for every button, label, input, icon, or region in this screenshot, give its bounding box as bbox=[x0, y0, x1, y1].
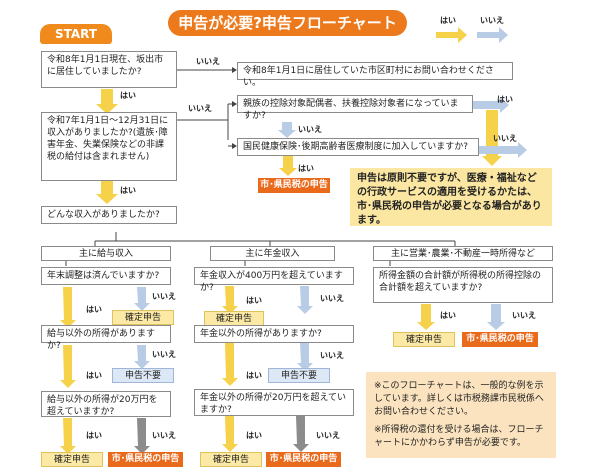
start-badge: START bbox=[40, 24, 112, 44]
column-head-business: 主に営業･農業･不動産一時所得など bbox=[373, 246, 553, 261]
salary-outcome-no-filing: 申告不要 bbox=[112, 368, 174, 383]
pension-q1-yes-label: はい bbox=[246, 296, 262, 305]
business-outcome-city-tax: 市･県民税の申告 bbox=[462, 332, 538, 347]
q4-yes-label: はい bbox=[298, 164, 314, 173]
notes-box: ※このフローチャートは、一般的な例を示しています。詳しくは市税務課市民税係へお問… bbox=[366, 372, 556, 458]
legend-no-label: いいえ bbox=[480, 16, 504, 25]
question-residence: 令和8年1月1日現在、坂出市に居住していましたか? bbox=[41, 51, 177, 88]
pension-question-over-4m: 年金収入が400万円を超えていますか? bbox=[194, 267, 354, 293]
column-head-pension: 主に年金収入 bbox=[210, 246, 335, 261]
q1-no-label: いいえ bbox=[196, 57, 220, 66]
salary-outcome-tax-return: 確定申告 bbox=[112, 310, 174, 325]
q2-yes-label: はい bbox=[120, 186, 136, 195]
pension-question-over-200k: 年金以外の所得が20万円を超えていますか? bbox=[194, 389, 354, 416]
salary-q1-no-label: いいえ bbox=[152, 292, 176, 301]
question-dependent: 親族の控除対象配偶者、扶養控除対象者になっていますか? bbox=[237, 95, 473, 121]
q4-no-label: いいえ bbox=[493, 134, 517, 143]
note-refund: ※所得税の還付を受ける場合は、フローチャートにかかわらず申告が必要です。 bbox=[374, 425, 544, 448]
salary-q3-no-label: いいえ bbox=[152, 431, 176, 440]
q1-yes-label: はい bbox=[120, 91, 136, 100]
business-q1-yes-label: はい bbox=[440, 311, 456, 320]
note-general: ※このフローチャートは、一般的な例を示しています。詳しくは市税務課市民税係へお問… bbox=[374, 381, 544, 417]
notice-box: 申告は原則不要ですが、医療・福祉などの行政サービスの適用を受けるかたは、市･県民… bbox=[350, 168, 552, 226]
salary-q1-yes-label: はい bbox=[86, 305, 102, 314]
legend-yes-label: はい bbox=[440, 16, 456, 25]
pension-q2-yes-label: はい bbox=[246, 371, 262, 380]
pension-outcome-tax-return-2: 確定申告 bbox=[200, 452, 262, 467]
pension-outcome-city-tax: 市･県民税の申告 bbox=[266, 452, 341, 467]
pension-q3-no-label: いいえ bbox=[316, 431, 340, 440]
salary-q2-no-label: いいえ bbox=[152, 350, 176, 359]
pension-q1-no-label: いいえ bbox=[320, 294, 344, 303]
q3-yes-label: はい bbox=[497, 95, 513, 104]
business-question-income-total: 所得金額の合計額が所得税の所得控除の合計額を超えていますか? bbox=[373, 267, 553, 303]
salary-outcome-tax-return-2: 確定申告 bbox=[41, 452, 103, 467]
salary-question-other-income: 給与以外の所得がありますか? bbox=[41, 325, 171, 351]
business-q1-no-label: いいえ bbox=[512, 311, 536, 320]
pension-outcome-tax-return: 確定申告 bbox=[204, 311, 264, 326]
outcome-city-tax: 市･県民税の申告 bbox=[258, 178, 330, 193]
question-income-type: どんな収入がありましたか? bbox=[41, 206, 177, 224]
question-income: 令和7年1月1日～12月31日に収入がありましたか?(遺族･障害年金、失業保険な… bbox=[41, 112, 177, 181]
salary-question-over-200k: 給与以外の所得が20万円を超えていますか? bbox=[41, 391, 171, 417]
page-title: 申告が必要?申告フローチャート bbox=[168, 10, 407, 36]
q2-no-label: いいえ bbox=[188, 104, 212, 113]
salary-q3-yes-label: はい bbox=[86, 431, 102, 440]
salary-outcome-city-tax: 市･県民税の申告 bbox=[108, 452, 183, 467]
answer-contact-municipality: 令和8年1月1日に居住していた市区町村にお問い合わせください。 bbox=[237, 62, 513, 88]
pension-outcome-no-filing: 申告不要 bbox=[268, 368, 330, 383]
q3-no-label: いいえ bbox=[298, 125, 322, 134]
pension-q2-no-label: いいえ bbox=[320, 351, 344, 360]
pension-q3-yes-label: はい bbox=[246, 431, 262, 440]
salary-question-year-end: 年末調整は済んでいますか? bbox=[41, 267, 171, 285]
question-health-insurance: 国民健康保険･後期高齢者医療制度に加入していますか? bbox=[237, 138, 479, 156]
business-outcome-tax-return: 確定申告 bbox=[393, 332, 455, 347]
column-head-salary: 主に給与収入 bbox=[41, 246, 171, 261]
pension-question-other-income: 年金以外の所得がありますか? bbox=[194, 325, 354, 343]
salary-q2-yes-label: はい bbox=[86, 371, 102, 380]
